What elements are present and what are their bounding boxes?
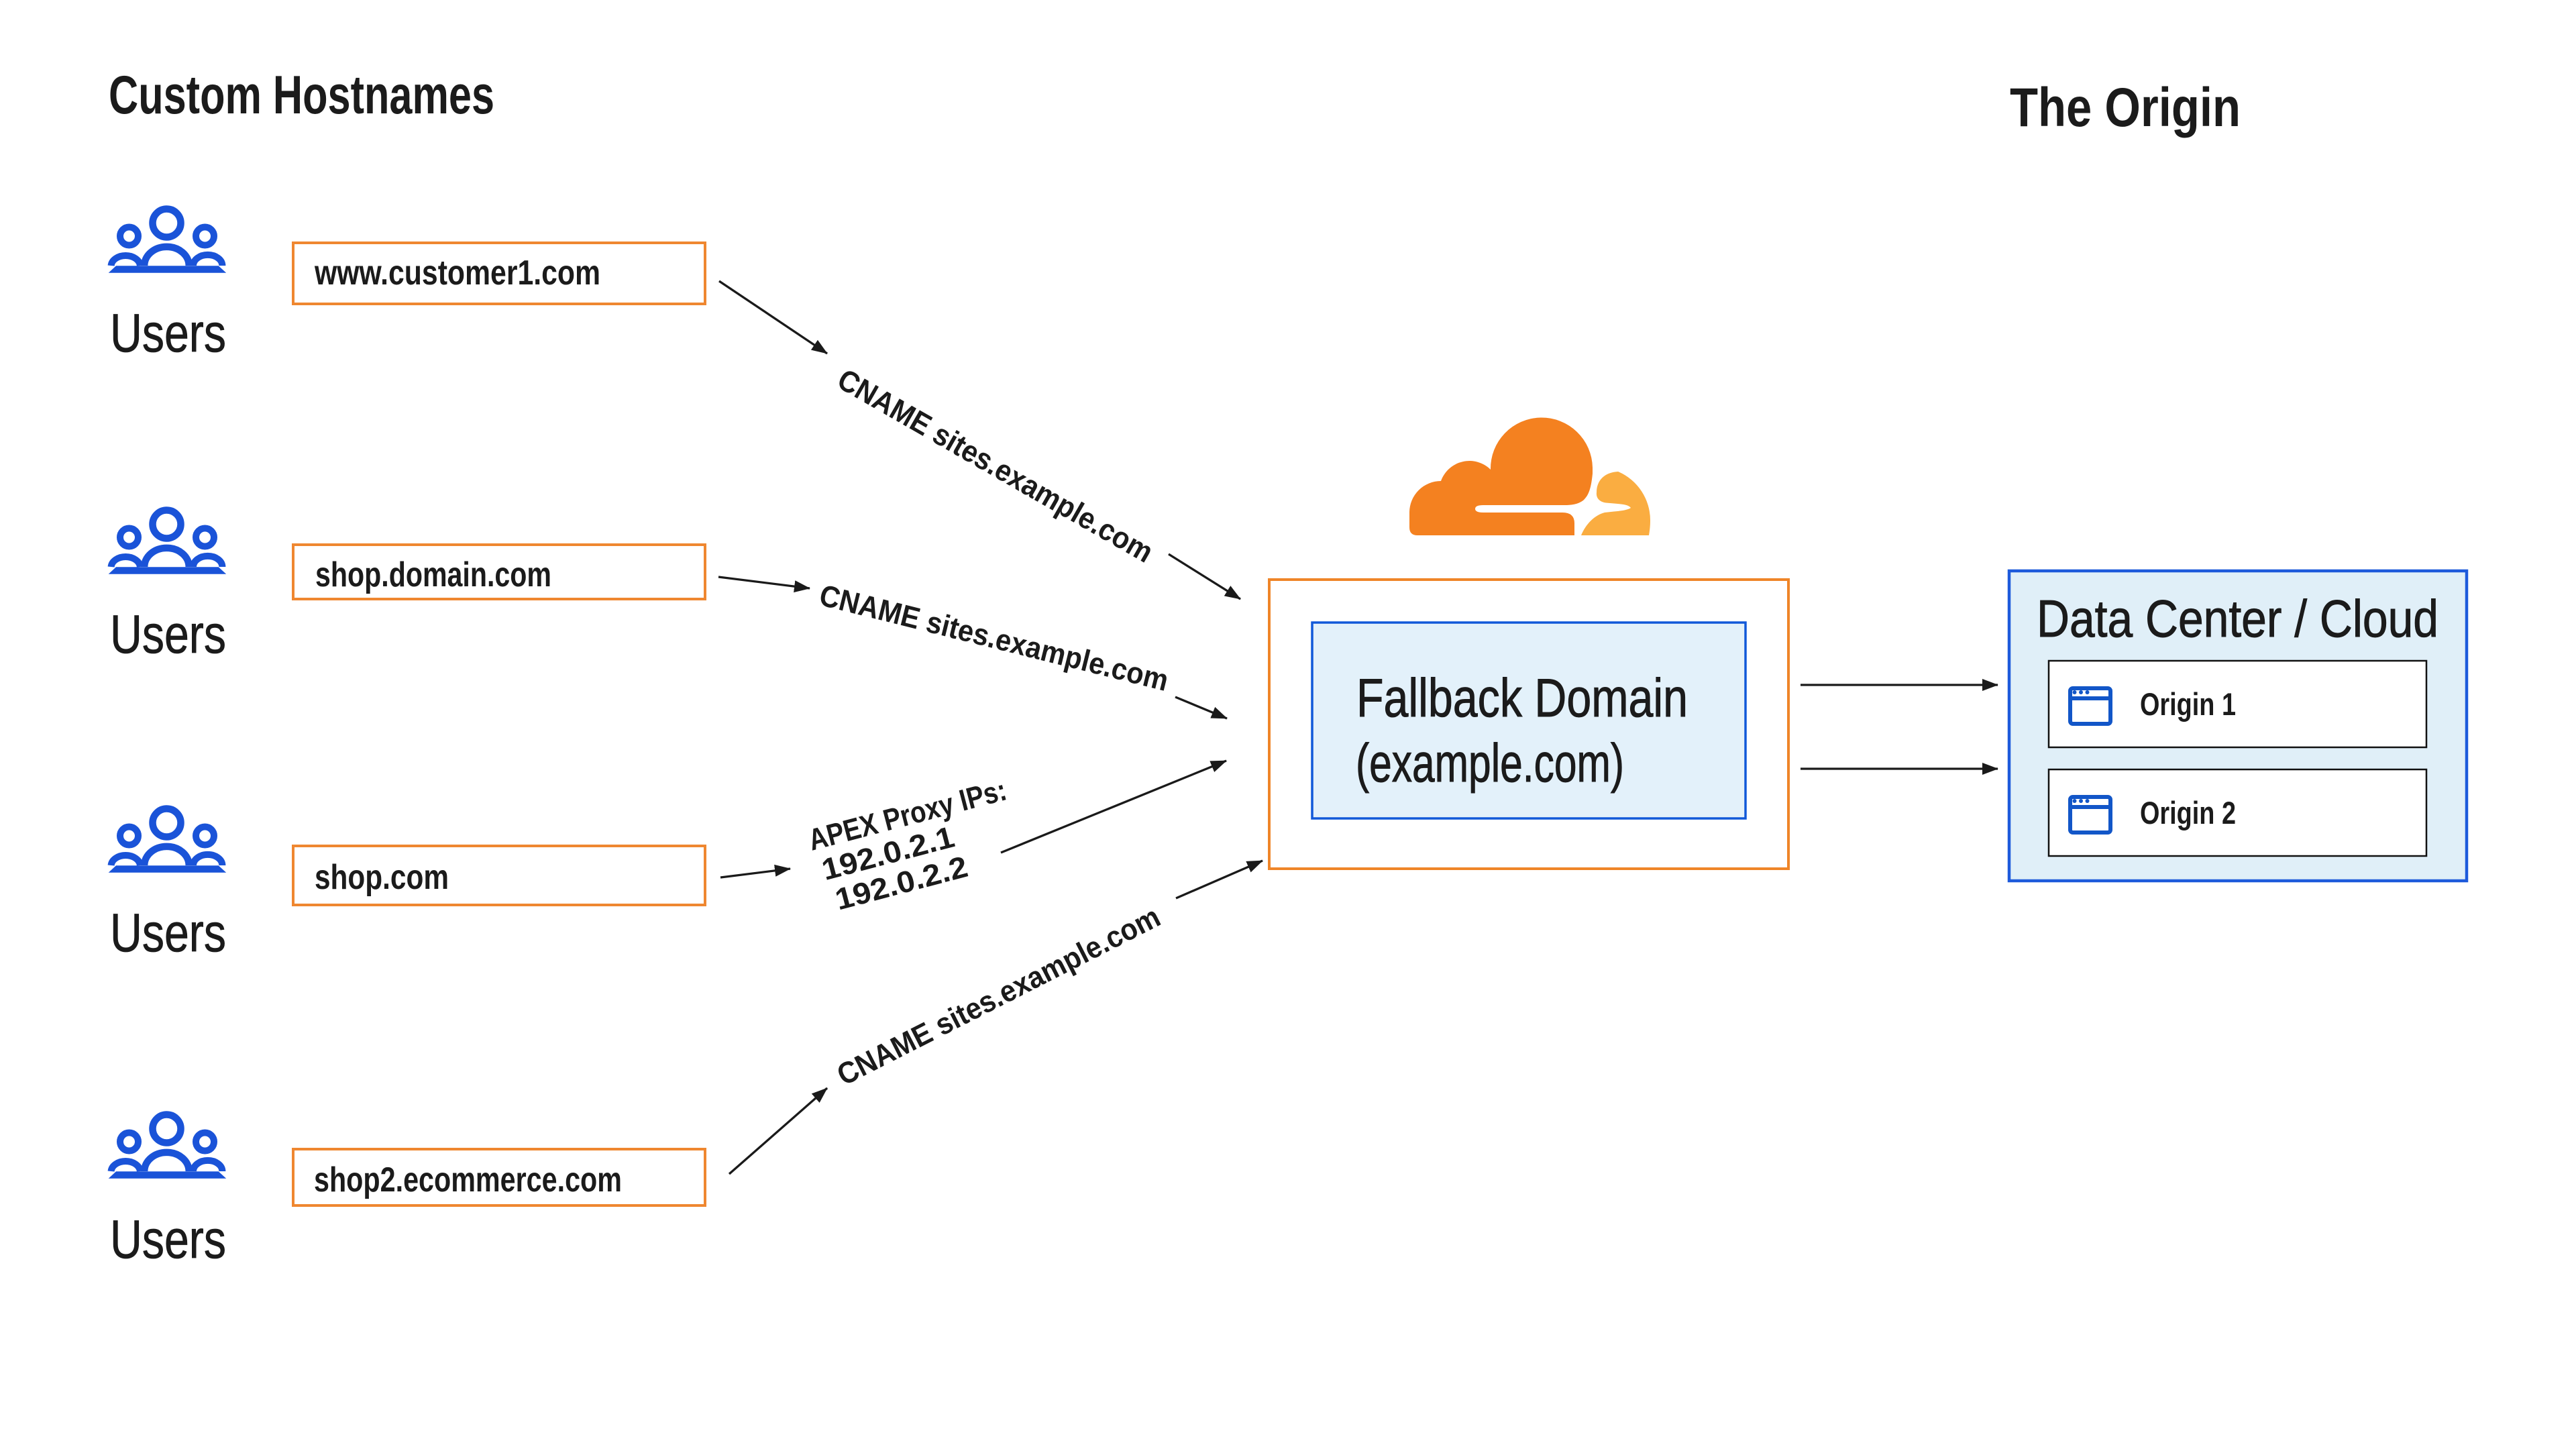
svg-text:Users: Users bbox=[110, 604, 226, 665]
svg-text:Data Center / Cloud: Data Center / Cloud bbox=[2037, 589, 2438, 648]
svg-text:www.customer1.com: www.customer1.com bbox=[314, 254, 600, 292]
svg-text:Origin 1: Origin 1 bbox=[2140, 686, 2236, 722]
svg-text:(example.com): (example.com) bbox=[1356, 733, 1624, 794]
svg-text:shop.com: shop.com bbox=[315, 858, 449, 897]
svg-text:CNAME sites.example.com: CNAME sites.example.com bbox=[832, 362, 1159, 569]
svg-text:Users: Users bbox=[110, 303, 226, 364]
svg-text:Origin 2: Origin 2 bbox=[2140, 795, 2236, 830]
svg-text:shop.domain.com: shop.domain.com bbox=[315, 555, 551, 594]
svg-text:CNAME sites.example.com: CNAME sites.example.com bbox=[831, 899, 1165, 1091]
svg-text:Fallback Domain: Fallback Domain bbox=[1356, 668, 1688, 729]
svg-text:The Origin: The Origin bbox=[2010, 77, 2241, 138]
svg-text:Users: Users bbox=[110, 1210, 226, 1270]
svg-text:shop2.ecommerce.com: shop2.ecommerce.com bbox=[314, 1161, 622, 1199]
svg-text:CNAME sites.example.com: CNAME sites.example.com bbox=[816, 578, 1172, 698]
svg-text:Custom Hostnames: Custom Hostnames bbox=[109, 65, 494, 125]
svg-text:Users: Users bbox=[110, 903, 226, 963]
